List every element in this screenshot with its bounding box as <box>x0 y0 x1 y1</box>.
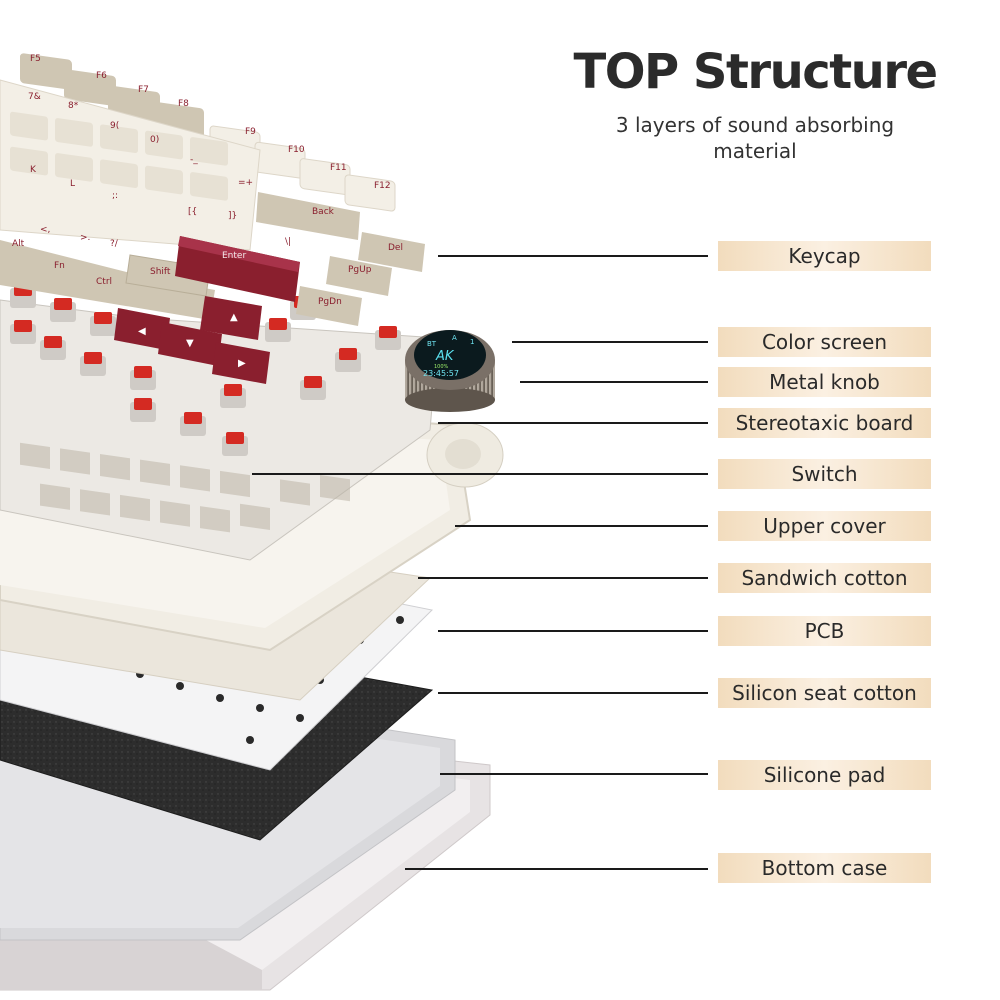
callout-line-switch <box>252 473 708 475</box>
keycap-pgdn: PgDn <box>296 286 362 326</box>
switch <box>265 318 291 342</box>
keycap-f10: F10 <box>254 141 306 179</box>
svg-text:F8: F8 <box>178 99 189 109</box>
screen-indicator: BT <box>427 340 437 348</box>
svg-text:Shift: Shift <box>150 267 171 277</box>
screen-brand: AK <box>435 349 455 364</box>
screen-time: 23:45:57 <box>423 369 459 378</box>
arrow-down-icon: ▼ <box>186 338 194 349</box>
page-subtitle: 3 layers of sound absorbing material <box>580 112 930 164</box>
svg-text:F7: F7 <box>138 85 149 95</box>
label-bottom-case: Bottom case <box>718 853 931 883</box>
subtitle-line-2: material <box>713 139 797 163</box>
keycap-label: ?/ <box>110 239 119 249</box>
svg-text:F10: F10 <box>288 145 305 155</box>
label-silicone-pad: Silicone pad <box>718 760 931 790</box>
svg-text:F5: F5 <box>30 54 41 64</box>
keycap-label: [{ <box>188 207 197 217</box>
label-switch: Switch <box>718 459 931 489</box>
svg-text:F12: F12 <box>374 181 391 191</box>
switch <box>375 326 401 350</box>
keycap-pgup: PgUp <box>326 256 392 296</box>
callout-line-pcb <box>438 630 708 632</box>
subtitle-line-1: 3 layers of sound absorbing <box>615 113 895 137</box>
svg-text:Back: Back <box>312 207 335 217</box>
label-upper-cover: Upper cover <box>718 511 931 541</box>
keycap-del: Del <box>358 232 425 272</box>
plate-cutouts <box>20 442 350 533</box>
label-metal-knob: Metal knob <box>718 367 931 397</box>
svg-text:Enter: Enter <box>222 251 246 261</box>
arrow-up-icon: ▲ <box>230 312 238 323</box>
arrow-keys: ▲ ◀ ▼ ▶ <box>114 296 270 384</box>
screen-battery: 100% <box>434 364 449 370</box>
switch <box>222 432 248 456</box>
keycap-f11: F11 <box>299 158 351 196</box>
svg-text:Del: Del <box>388 243 403 253</box>
switch <box>90 312 116 336</box>
callout-line-keycap <box>438 255 708 257</box>
switch <box>130 398 156 422</box>
keycap-f5: F5 <box>20 53 72 90</box>
callout-line-sandwich-cotton <box>418 577 708 579</box>
svg-text:F11: F11 <box>330 163 347 173</box>
switch <box>335 348 361 372</box>
label-stereotaxic-board: Stereotaxic board <box>718 408 931 438</box>
callout-line-silicone-pad <box>440 773 708 775</box>
keycap-f6: F6 <box>64 69 116 106</box>
keycap-label: ]} <box>228 211 237 221</box>
label-keycap: Keycap <box>718 241 931 271</box>
svg-text:F6: F6 <box>96 71 107 81</box>
callout-line-metal-knob <box>520 381 708 383</box>
switch <box>130 366 156 390</box>
keycap-label: K <box>30 165 37 175</box>
keycap-label: 7& <box>28 92 41 102</box>
keycap-label: \| <box>285 237 291 247</box>
keycap-label: 0) <box>150 135 159 145</box>
arrow-left-icon: ◀ <box>138 326 146 337</box>
callout-line-stereotaxic-board <box>438 422 708 424</box>
switch <box>220 384 246 408</box>
keycap-label: 8* <box>68 101 79 111</box>
label-color-screen: Color screen <box>718 327 931 357</box>
keycap-label: Ctrl <box>96 277 112 287</box>
callout-line-bottom-case <box>405 868 708 870</box>
switch <box>180 412 206 436</box>
switches <box>10 284 401 456</box>
switch <box>80 352 106 376</box>
callout-line-silicon-seat-cotton <box>438 692 708 694</box>
label-silicon-seat-cotton: Silicon seat cotton <box>718 678 931 708</box>
callout-line-color-screen <box>512 341 708 343</box>
keycap-label: Fn <box>54 261 65 271</box>
keycap-layer: F5 F6 F7 F8 F9 F10 F11 F12 7& 8* 9( 0) -… <box>0 53 425 384</box>
label-pcb: PCB <box>718 616 931 646</box>
color-screen: BT A 1 AK 100% 23:45:57 <box>414 330 486 380</box>
keycap-label: >. <box>80 233 90 243</box>
svg-text:PgDn: PgDn <box>318 297 342 307</box>
stereotaxic-board <box>0 299 439 561</box>
keycap-label: ;: <box>112 191 118 201</box>
keycap-label: -_ <box>190 155 198 165</box>
label-sandwich-cotton: Sandwich cotton <box>718 563 931 593</box>
svg-text:F9: F9 <box>245 127 256 137</box>
callout-line-upper-cover <box>455 525 708 527</box>
keycap-label: Alt <box>12 239 25 249</box>
screen-indicator: 1 <box>470 338 474 346</box>
keycap-label: 9( <box>110 121 119 131</box>
switch <box>40 336 66 360</box>
arrow-right-icon: ▶ <box>238 358 246 369</box>
svg-text:PgUp: PgUp <box>348 265 372 275</box>
switch <box>10 320 36 344</box>
keycap-label: L <box>70 179 75 189</box>
keycap-label: <, <box>40 225 50 235</box>
switch <box>50 298 76 322</box>
keycap-label: =+ <box>238 178 253 188</box>
screen-indicator: A <box>452 334 457 342</box>
page-title: TOP Structure <box>573 44 938 100</box>
keycap-back: Back <box>256 192 360 240</box>
keycap-f12: F12 <box>344 174 396 212</box>
keycap-enter: Enter <box>175 236 300 302</box>
switch <box>300 376 326 400</box>
